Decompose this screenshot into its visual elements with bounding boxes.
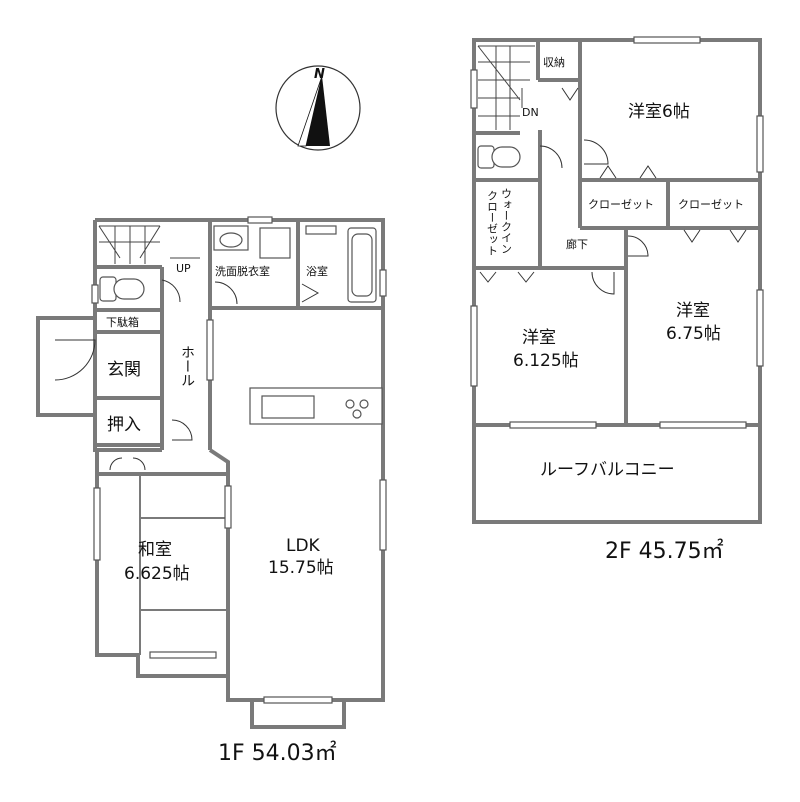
f1-yokushitsu-label: 浴室 — [306, 264, 328, 278]
f2-roomc-size: 6.75帖 — [666, 324, 721, 344]
f2-roomb-size: 6.125帖 — [513, 351, 579, 371]
f1-toilet-icon — [99, 276, 181, 303]
f1-washer-icon — [259, 227, 291, 259]
f2-room6-door-icon — [583, 139, 609, 165]
f2-outer-wall — [472, 38, 762, 524]
f2-area-label: 2F 45.75㎡ — [605, 538, 724, 564]
f1-area-label: 1F 54.03㎡ — [218, 740, 337, 766]
floor-1: UP 下駄箱 玄関 押入 ホール 洗面脱衣室 — [36, 216, 387, 766]
f1-oshiire-label: 押入 — [107, 415, 141, 435]
f2-closet-1-label: クローゼット — [588, 198, 654, 211]
f2-stairs — [477, 45, 535, 130]
f1-closet-door-icon — [109, 457, 146, 471]
f2-wic-line1: ウォークイン — [500, 188, 513, 254]
f1-wash-door-icon — [214, 281, 238, 305]
f2-window-roomb-left — [470, 305, 478, 387]
f2-roka-label: 廊下 — [566, 237, 588, 251]
f1-ldk-left — [208, 448, 230, 700]
f1-bay-wall — [250, 700, 346, 729]
f2-roomc-name: 洋室 — [676, 301, 710, 321]
compass-needle-outline — [297, 75, 323, 147]
f1-ldk-size: 15.75帖 — [268, 558, 334, 578]
f1-window-bath — [379, 269, 387, 297]
f1-genkan-label: 玄関 — [107, 360, 141, 380]
f2-room6-label: 洋室6帖 — [628, 102, 690, 122]
f2-toilet-icon — [477, 145, 563, 169]
f2-closet-door-bottom-icon — [683, 229, 747, 243]
f2-wic-line2: クローゼット — [486, 190, 499, 256]
f2-window-roomc-right — [756, 289, 764, 367]
f1-washitsu-size: 6.625帖 — [124, 564, 190, 584]
f2-balcony-label: ルーフバルコニー — [540, 460, 675, 480]
floor-2: DN 収納 洋室6帖 クローゼット クローゼット ウォークイン クローゼット 廊… — [470, 36, 764, 564]
f1-window-washitsu-right — [224, 485, 232, 529]
f1-window-ldk-right — [379, 479, 387, 551]
f1-window-wash — [247, 216, 273, 224]
f1-ldk-name: LDK — [286, 536, 321, 556]
f2-closet-door-top-icon — [599, 165, 657, 179]
f1-washbasin-icon — [213, 225, 249, 251]
f1-window-hall — [206, 319, 214, 381]
f2-corridor-door-icon — [627, 235, 649, 257]
f2-window-room6-right — [756, 115, 764, 173]
f1-kitchen-counter — [249, 387, 383, 425]
f2-closet-2-label: クローゼット — [678, 198, 744, 211]
f1-stairs — [98, 225, 200, 264]
f2-window-top — [633, 36, 701, 44]
f2-wic-door-icon — [479, 271, 535, 283]
f1-senmen-label: 洗面脱衣室 — [215, 264, 270, 278]
f1-window-toilet — [91, 284, 99, 304]
compass-north-label: N — [314, 67, 325, 82]
f2-dn-label: DN — [522, 106, 539, 119]
f1-window-ldk-bottom — [263, 696, 333, 704]
f1-up-label: UP — [176, 262, 191, 275]
f1-window-washitsu-left — [93, 487, 101, 561]
f1-bathtub-icon — [305, 225, 377, 303]
f1-bath-door-icon — [301, 283, 320, 303]
f2-window-roomc-bottom — [659, 421, 747, 429]
f2-window-stair-left — [470, 69, 478, 109]
f1-porch-wall — [36, 316, 95, 417]
f2-roomb-name: 洋室 — [522, 328, 556, 348]
f2-window-roomb-bottom — [509, 421, 597, 429]
f1-washitsu-name: 和室 — [138, 540, 172, 560]
f1-oshiire-door-icon — [171, 419, 193, 441]
f1-hall-label: ホール — [179, 345, 195, 387]
f1-tatami-lines — [139, 474, 228, 655]
f1-window-washitsu-bottom — [149, 651, 217, 659]
compass: N — [275, 65, 361, 151]
f2-shuno-label: 収納 — [543, 56, 565, 69]
f1-front-door-icon — [54, 339, 96, 381]
f1-getabako-label: 下駄箱 — [106, 315, 139, 329]
f2-shuno-door-icon — [561, 87, 579, 101]
f2-roomb-door-icon — [591, 271, 615, 295]
